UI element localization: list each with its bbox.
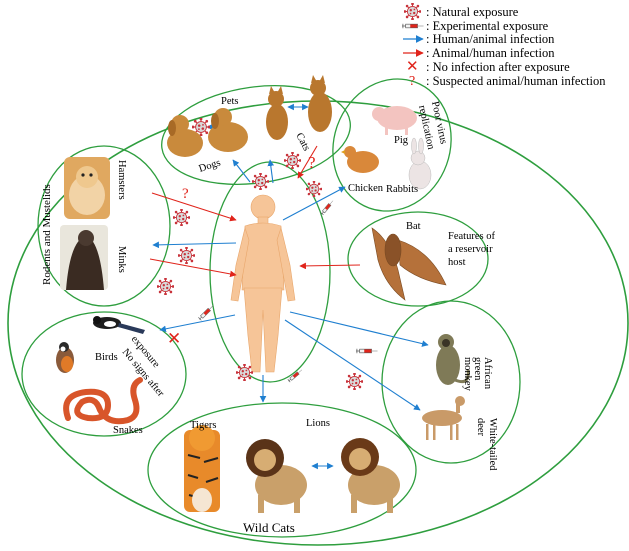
legend-animal-human: : Animal/human infection: [426, 46, 555, 60]
bird-image: [56, 342, 74, 373]
label-reservoir-1: Features of: [448, 231, 495, 242]
coronavirus-icon: [178, 247, 195, 264]
tiger-image: [184, 425, 220, 512]
snake-image: [63, 377, 143, 425]
label-deer-2: deer: [475, 418, 486, 437]
syringe-icon: [356, 348, 378, 354]
label-tigers: Tigers: [190, 420, 216, 431]
bat-image: [371, 227, 447, 301]
syringe-icon: [197, 303, 216, 322]
cross-icon: ✕: [406, 59, 419, 75]
labels: Pets Dogs Cats Pig Chicken Rabbits Poor …: [41, 96, 498, 535]
label-monkey-1: African: [482, 357, 493, 390]
coronavirus-icon: [306, 181, 322, 197]
label-reservoir-3: host: [448, 257, 466, 268]
coronavirus-icon: [284, 152, 301, 169]
wild-cats-group: [147, 402, 417, 538]
bird-image: [93, 316, 145, 334]
primate-deer-group: [381, 300, 521, 464]
farm-group: [332, 78, 452, 212]
deer-image: [422, 396, 465, 440]
question-mark-icon: ?: [308, 153, 316, 172]
hamster-image: [64, 157, 110, 219]
coronavirus-icon: [252, 173, 269, 190]
legend: : Natural exposure : Experimental exposu…: [402, 3, 606, 89]
coronavirus-icon: [236, 364, 253, 381]
human-figure: [230, 194, 296, 373]
label-monkey-2: green: [472, 357, 483, 381]
coronavirus-icon: [404, 3, 421, 20]
bat-group: [347, 211, 489, 307]
coronavirus-icon: [346, 373, 363, 390]
label-pets: Pets: [221, 96, 239, 107]
rodents-group: [37, 145, 171, 307]
animal-shapes: [56, 75, 470, 513]
label-reservoir-2: a reservoir: [448, 244, 493, 255]
legend-experimental: : Experimental exposure: [426, 19, 549, 33]
label-rabbits: Rabbits: [386, 184, 418, 195]
label-chicken: Chicken: [348, 183, 384, 194]
monkey-image: [436, 334, 470, 385]
lion-image: [341, 438, 400, 513]
legend-natural: : Natural exposure: [426, 5, 519, 19]
legend-suspected: : Suspected animal/human infection: [426, 74, 606, 88]
legend-no-infection: : No infection after exposure: [426, 60, 570, 74]
coronavirus-icon: [157, 278, 174, 295]
label-rodents-mustelids: Rodents and Mustelids: [41, 184, 53, 285]
birds-group: [21, 311, 187, 437]
label-deer-1: White-tailed: [487, 418, 498, 471]
label-cats: Cats: [293, 131, 311, 153]
label-wild-cats: Wild Cats: [243, 520, 295, 535]
label-birds: Birds: [95, 352, 118, 363]
label-snakes: Snakes: [113, 425, 143, 436]
syringe-icon: [402, 23, 424, 29]
dog-image: [167, 108, 248, 157]
label-minks: Minks: [116, 246, 127, 273]
lion-image: [246, 439, 307, 513]
coronavirus-icon: [173, 209, 190, 226]
syringe-icon: [319, 199, 335, 216]
legend-human-animal: : Human/animal infection: [426, 32, 555, 46]
label-dogs: Dogs: [198, 158, 222, 175]
rabbit-image: [408, 137, 432, 190]
label-hamsters: Hamsters: [116, 160, 127, 200]
cross-icon: ✕: [167, 329, 181, 348]
cat-image: [266, 75, 332, 140]
label-monkey-3: monkey: [462, 357, 473, 392]
chicken-image: [341, 146, 379, 173]
label-pig: Pig: [394, 135, 409, 146]
question-mark-icon: ?: [182, 186, 189, 202]
pig-image: [372, 106, 417, 135]
mink-image: [60, 225, 108, 290]
label-lions: Lions: [306, 418, 330, 429]
label-bat: Bat: [406, 221, 421, 232]
